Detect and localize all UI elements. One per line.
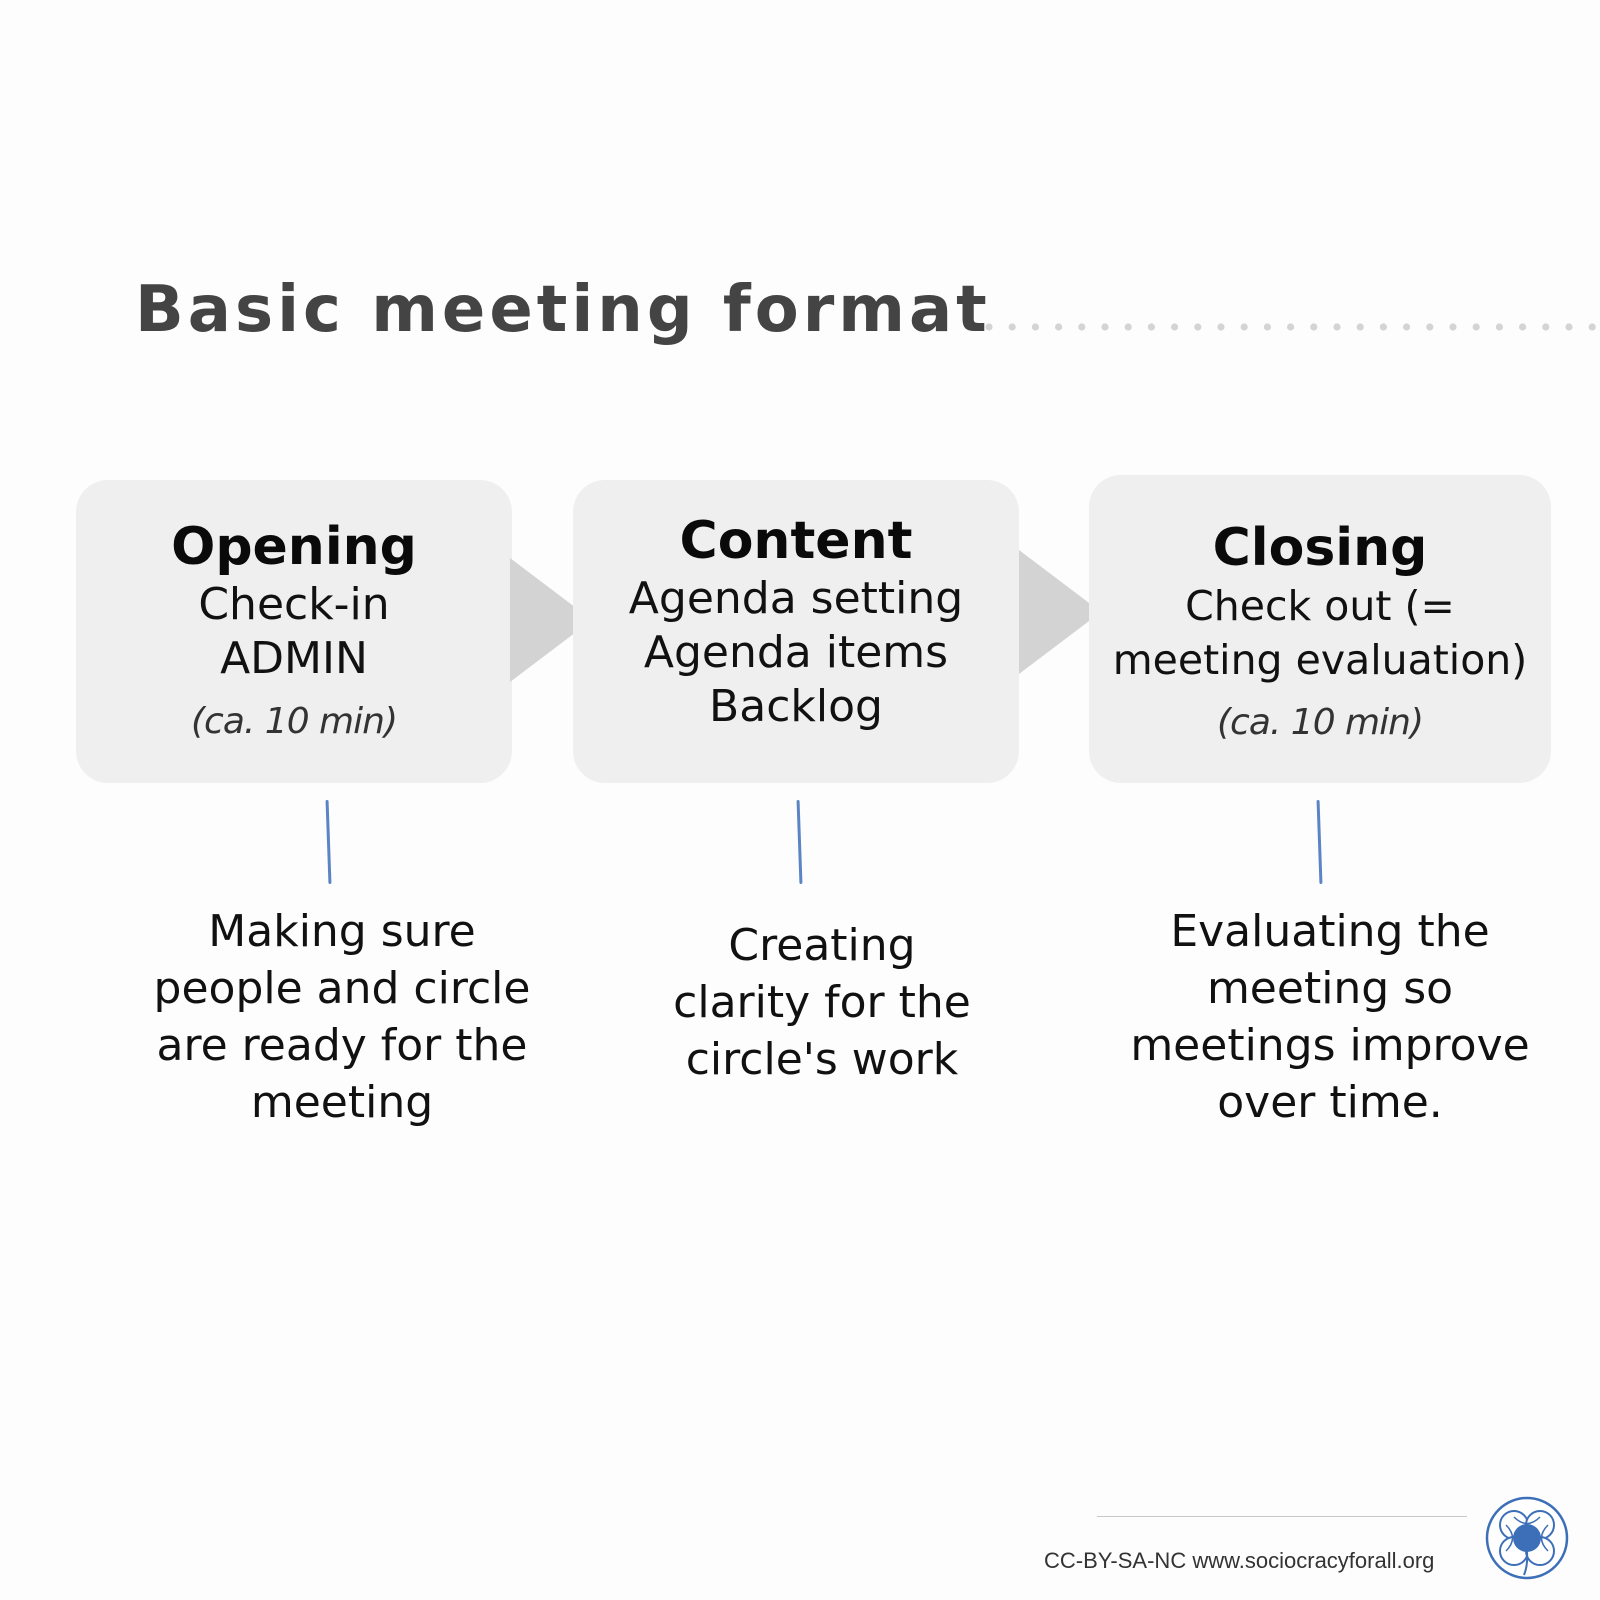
title-dot <box>1356 323 1364 331</box>
stage-line: Backlog <box>709 681 883 732</box>
description-line: meetings improve <box>1130 1020 1530 1071</box>
description-line: Evaluating the <box>1170 906 1490 957</box>
stage-title: Closing <box>1212 518 1428 578</box>
title-dot <box>1287 323 1295 331</box>
stage-title: Content <box>679 511 913 571</box>
title-dot <box>1101 323 1109 331</box>
stage-line: meeting evaluation) <box>1112 636 1528 684</box>
footer-divider <box>1097 1516 1467 1517</box>
description-line: Making sure <box>208 906 476 957</box>
title-dot <box>1495 323 1503 331</box>
title-dot <box>1403 323 1411 331</box>
title-dot <box>1147 323 1155 331</box>
title-dotted-rule <box>985 322 1600 332</box>
title-dot <box>1426 323 1434 331</box>
stage-line: Check-in <box>198 579 390 630</box>
title-dot <box>1217 323 1225 331</box>
description-line: people and circle <box>153 963 531 1014</box>
description-line: are ready for the <box>156 1020 528 1071</box>
description-line: meeting <box>250 1077 434 1128</box>
title-dot <box>1031 323 1039 331</box>
title-dot <box>1240 323 1248 331</box>
page-title: Basic meeting format <box>135 273 991 347</box>
flow-arrow-icon <box>1019 550 1101 674</box>
stage-line: ADMIN <box>220 633 368 684</box>
title-dot <box>1310 323 1318 331</box>
stage-box-content: Content Agenda setting Agenda items Back… <box>573 480 1019 783</box>
description-line: Creating <box>728 920 916 971</box>
title-dot <box>1194 323 1202 331</box>
sociocracy-logo-icon <box>1484 1495 1570 1581</box>
stage-description-closing: Evaluating the meeting so meetings impro… <box>1098 903 1562 1131</box>
stage-description-opening: Making sure people and circle are ready … <box>100 903 584 1131</box>
stage-title: Opening <box>171 517 417 577</box>
title-dot <box>1519 323 1527 331</box>
description-line: clarity for the <box>673 977 971 1028</box>
stage-duration: (ca. 10 min) <box>1217 702 1424 743</box>
description-line: over time. <box>1217 1077 1443 1128</box>
description-line: circle's work <box>685 1034 959 1085</box>
title-dot <box>1078 323 1086 331</box>
stage-description-content: Creating clarity for the circle's work <box>600 917 1044 1088</box>
stage-box-opening: Opening Check-in ADMIN (ca. 10 min) <box>76 480 512 783</box>
connector-line <box>796 799 803 885</box>
footer-credit: CC-BY-SA-NC www.sociocracyforall.org <box>1044 1548 1435 1573</box>
stage-duration: (ca. 10 min) <box>191 701 398 742</box>
title-dot <box>1379 323 1387 331</box>
title-dot <box>1333 323 1341 331</box>
description-line: meeting so <box>1206 963 1454 1014</box>
title-dot <box>1565 323 1573 331</box>
title-dot <box>1055 323 1063 331</box>
title-dot <box>1472 323 1480 331</box>
title-dot <box>1124 323 1132 331</box>
connector-line <box>1316 799 1323 885</box>
stage-line: Agenda items <box>643 627 949 678</box>
title-dot <box>985 323 993 331</box>
title-dot <box>1008 323 1016 331</box>
title-dot <box>1263 323 1271 331</box>
stage-line: Agenda setting <box>628 573 964 624</box>
title-dot <box>1588 323 1596 331</box>
title-dot <box>1449 323 1457 331</box>
title-dot <box>1171 323 1179 331</box>
connector-line <box>325 799 332 885</box>
stage-box-closing: Closing Check out (= meeting evaluation)… <box>1089 475 1551 783</box>
stage-line: Check out (= <box>1185 582 1455 630</box>
title-dot <box>1542 323 1550 331</box>
